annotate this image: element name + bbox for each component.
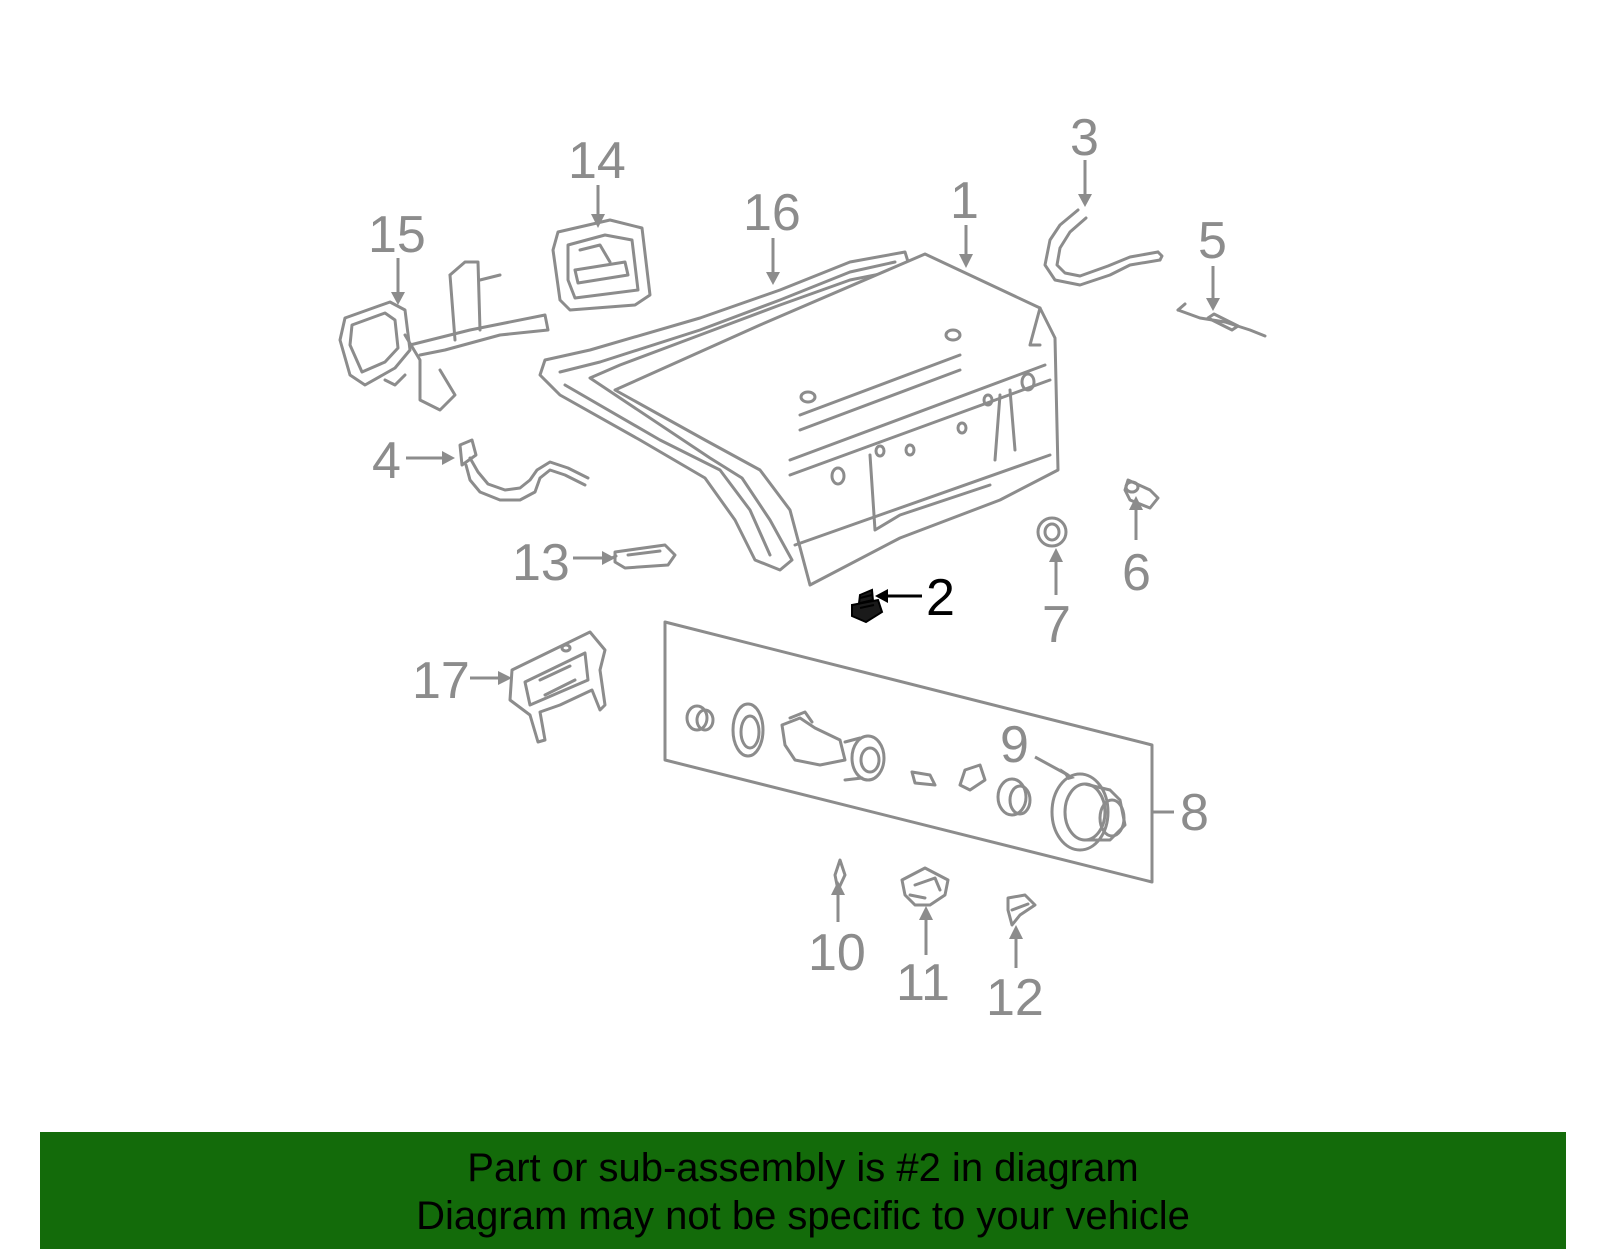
callout-2[interactable]: 2 (926, 569, 955, 627)
part-6-bumper[interactable] (1123, 478, 1160, 510)
callout-15[interactable]: 15 (368, 206, 426, 264)
part-1-trunk-lid[interactable] (613, 252, 1060, 587)
part-9-cylinder-cover[interactable] (1050, 772, 1127, 852)
callout-9[interactable]: 9 (1000, 716, 1029, 774)
part-5-torsion-spring[interactable] (1176, 302, 1267, 338)
callout-16[interactable]: 16 (743, 184, 801, 242)
callout-3[interactable]: 3 (1070, 109, 1099, 167)
info-banner: Part or sub-assembly is #2 in diagram Di… (40, 1132, 1566, 1249)
part-14-trunk-handle[interactable] (551, 218, 652, 312)
callout-labels: 14 15 16 1 3 5 4 13 6 7 17 9 8 10 11 12 … (368, 109, 1227, 1027)
part-15-hinge[interactable] (338, 260, 550, 412)
callout-8[interactable]: 8 (1180, 784, 1209, 842)
part-2-bolt[interactable] (851, 588, 884, 624)
leader-lines (391, 160, 1220, 968)
part-4-release-cable[interactable] (458, 438, 590, 502)
part-17-latch[interactable] (508, 630, 607, 744)
callout-6[interactable]: 6 (1122, 544, 1151, 602)
part-16-weatherstrip[interactable] (538, 250, 912, 572)
callout-7[interactable]: 7 (1042, 596, 1071, 654)
callout-12[interactable]: 12 (986, 969, 1044, 1027)
callout-4[interactable]: 4 (372, 432, 401, 490)
part-11-bracket[interactable] (900, 866, 950, 907)
part-13-striker[interactable] (606, 543, 677, 570)
callout-13[interactable]: 13 (512, 534, 570, 592)
callout-11[interactable]: 11 (896, 954, 950, 1012)
banner-line-1: Part or sub-assembly is #2 in diagram (467, 1146, 1139, 1190)
callout-17[interactable]: 17 (412, 652, 470, 710)
part-3-support-rod[interactable] (1043, 208, 1164, 287)
callout-10[interactable]: 10 (808, 924, 866, 982)
callout-14[interactable]: 14 (568, 132, 626, 190)
callout-5[interactable]: 5 (1198, 212, 1227, 270)
banner-line-2: Diagram may not be specific to your vehi… (416, 1194, 1190, 1238)
part-8-lock-cylinder-kit[interactable] (663, 620, 1154, 884)
callout-1[interactable]: 1 (950, 172, 979, 230)
part-7-grommet[interactable] (1036, 516, 1068, 548)
part-12-clip[interactable] (1006, 893, 1037, 927)
